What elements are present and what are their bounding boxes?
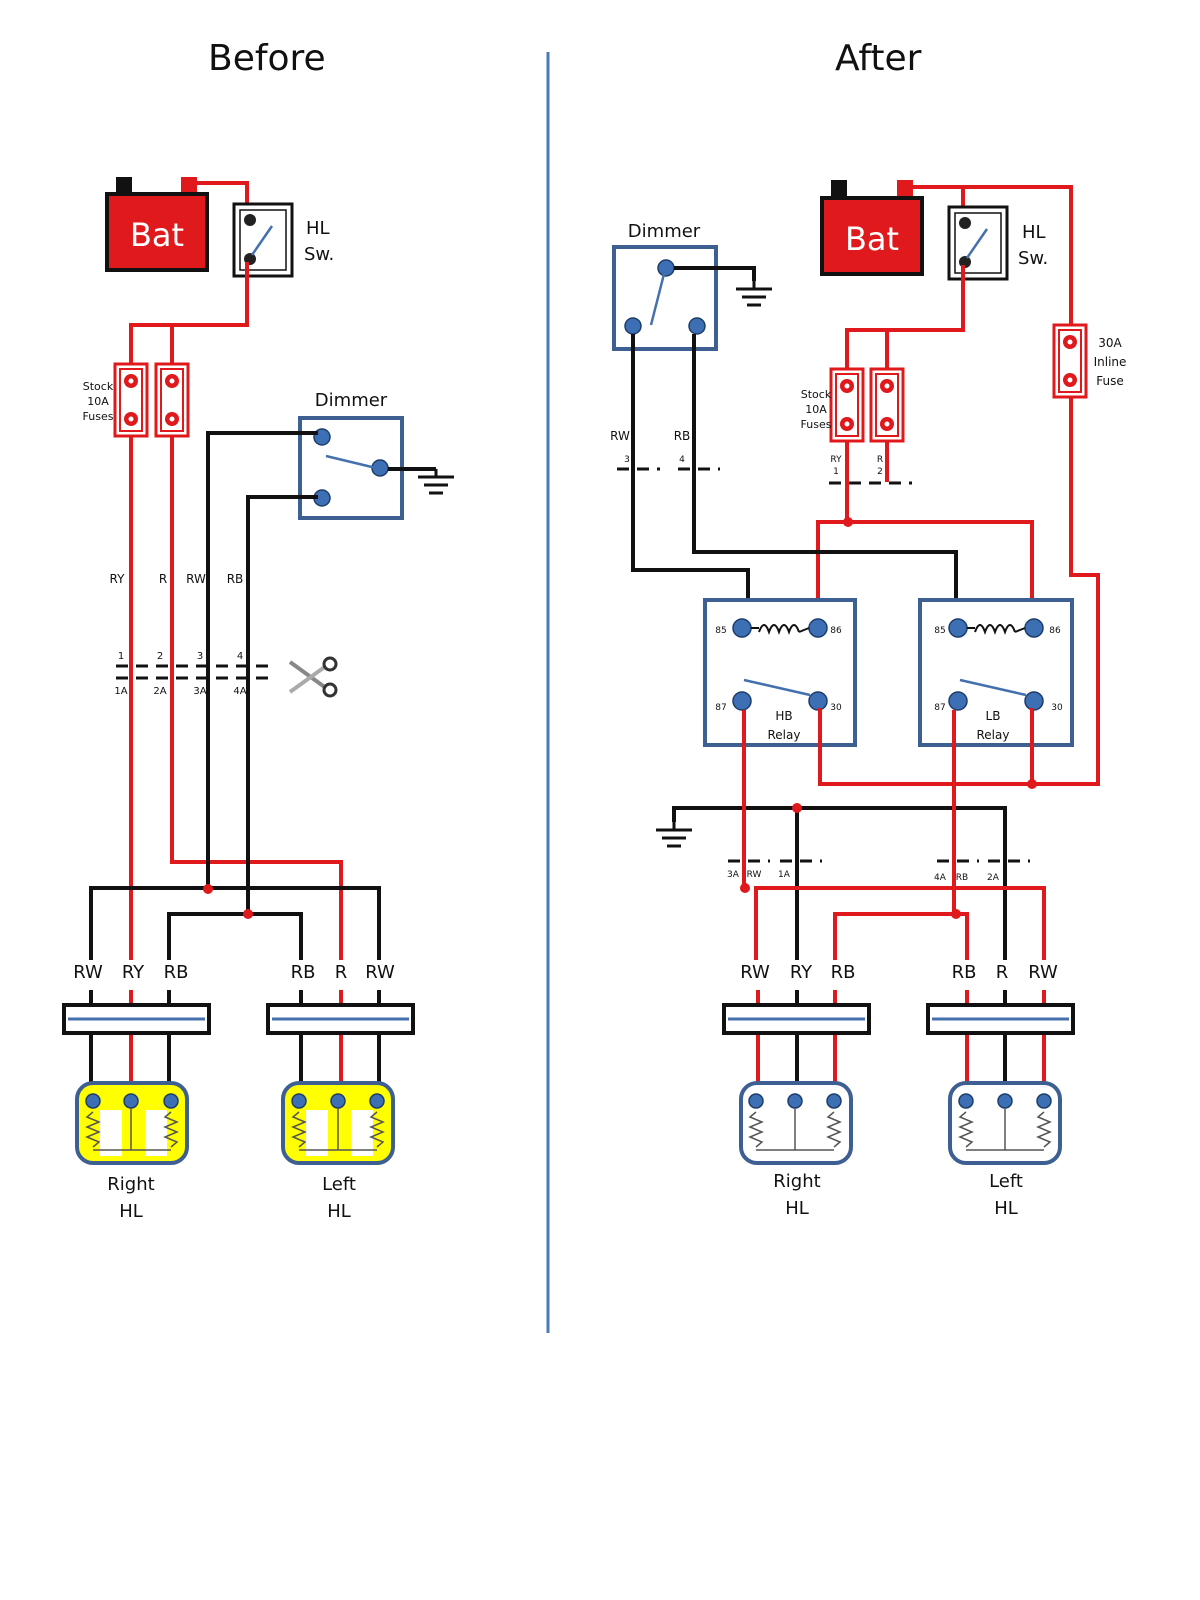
lb-pin-87: 87 <box>934 703 945 713</box>
after-tag-rb: RB <box>956 873 968 883</box>
lb-relay-label-1: LB <box>986 709 1001 723</box>
after-right-plug-ry: RY <box>790 962 813 983</box>
hb-pin-87: 87 <box>715 703 726 713</box>
hl-switch-after-label-1: HL <box>1022 222 1046 243</box>
after-right-plug-rw: RW <box>740 962 770 983</box>
hl-switch-label-2: Sw. <box>304 244 334 265</box>
dimmer-after: Dimmer <box>612 221 774 351</box>
after-tag-3a: 3A <box>727 870 740 880</box>
left-hl-label-1: Left <box>322 1174 356 1195</box>
hl-switch: HL Sw. <box>232 202 334 278</box>
right-headlight-after: Right HL <box>722 990 871 1219</box>
after-tag-1a: 1A <box>778 870 791 880</box>
pin-1: 1 <box>118 651 124 662</box>
lb-relay-label-2: Relay <box>977 728 1010 742</box>
dimmer-label-before: Dimmer <box>315 390 388 411</box>
battery-label-after: Bat <box>845 220 899 258</box>
lb-pin-85: 85 <box>934 626 945 636</box>
left-headlight-after: Left HL <box>926 990 1075 1219</box>
after-fuses-label-2: 10A <box>805 403 827 416</box>
before-title: Before <box>208 38 326 79</box>
after-panel: Dimmer Bat <box>610 180 1126 1219</box>
after-fuses-label-1: Stock <box>801 388 832 401</box>
after-dimmer-tag-4: 4 <box>679 455 685 465</box>
pin-3a: 3A <box>193 686 206 697</box>
dimmer-before: Dimmer <box>298 390 456 520</box>
after-left-hl-label-2: HL <box>994 1198 1018 1219</box>
left-hl-label-2: HL <box>327 1201 351 1222</box>
after-right-hl-label-2: HL <box>785 1198 809 1219</box>
hb-relay-label-1: HB <box>775 709 792 723</box>
pin-4a: 4A <box>233 686 246 697</box>
hl-switch-after-label-2: Sw. <box>1018 248 1048 269</box>
hb-pin-85: 85 <box>715 626 726 636</box>
right-plug-ry: RY <box>122 962 145 983</box>
after-tag-2a: 2A <box>987 873 1000 883</box>
pin-1a: 1A <box>114 686 127 697</box>
left-plug-rb: RB <box>291 962 316 983</box>
after-right-hl-label-1: Right <box>773 1171 820 1192</box>
pin-2a: 2A <box>153 686 166 697</box>
lb-pin-30: 30 <box>1051 703 1063 713</box>
scissors-icon <box>288 656 338 698</box>
wire-label-ry: RY <box>110 572 126 586</box>
after-right-plug-rb: RB <box>831 962 856 983</box>
after-dimmer-tag-rw: RW <box>610 429 630 443</box>
before-panel: Bat HL Sw. Stock 10A Fuses <box>62 177 456 1222</box>
right-headlight-before: Right HL <box>62 990 211 1222</box>
after-dimmer-tag-rb: RB <box>674 429 691 443</box>
after-fuse-tag-r: R <box>877 455 883 465</box>
pin-4: 4 <box>237 651 243 662</box>
wire-label-rb: RB <box>227 572 244 586</box>
wire-label-rw: RW <box>186 572 206 586</box>
pin-3: 3 <box>197 651 203 662</box>
after-tag-4a: 4A <box>934 873 947 883</box>
right-plug-rb: RB <box>164 962 189 983</box>
stock-fuses-label-1: Stock <box>83 380 114 393</box>
left-headlight-before: Left HL <box>266 990 415 1222</box>
inline-fuse-label-2: Inline <box>1094 355 1127 369</box>
dimmer-label-after: Dimmer <box>628 221 701 242</box>
after-fuses-label-3: Fuses <box>801 418 832 431</box>
battery: Bat <box>105 177 209 272</box>
hl-switch-after: HL Sw. <box>947 205 1048 281</box>
wire-label-r: R <box>159 572 167 586</box>
hl-switch-label-1: HL <box>306 218 330 239</box>
hb-pin-86: 86 <box>830 626 842 636</box>
after-dimmer-tag-3: 3 <box>624 455 630 465</box>
hb-relay: 85 86 87 30 HB Relay <box>703 598 857 747</box>
after-fuse-tag-ry: RY <box>830 455 842 465</box>
inline-fuse-label-3: Fuse <box>1096 374 1124 388</box>
after-fuse-tag-2: 2 <box>877 467 883 477</box>
stock-fuses-label-3: Fuses <box>83 410 114 423</box>
hb-pin-30: 30 <box>830 703 842 713</box>
after-left-plug-r: R <box>996 962 1009 983</box>
inline-fuse-label-1: 30A <box>1098 336 1122 350</box>
after-left-plug-rw: RW <box>1028 962 1058 983</box>
stock-fuses-label-2: 10A <box>87 395 109 408</box>
lb-relay: 85 86 87 30 LB Relay <box>918 598 1074 747</box>
after-title: After <box>835 38 922 79</box>
right-hl-label-2: HL <box>119 1201 143 1222</box>
battery-label: Bat <box>130 216 184 254</box>
right-hl-label-1: Right <box>107 1174 154 1195</box>
after-tag-rw: RW <box>747 870 762 880</box>
pin-2: 2 <box>157 651 163 662</box>
after-left-plug-rb: RB <box>952 962 977 983</box>
left-plug-r: R <box>335 962 348 983</box>
after-fuse-tag-1: 1 <box>833 467 839 477</box>
lb-pin-86: 86 <box>1049 626 1061 636</box>
battery-after: Bat <box>820 180 924 276</box>
left-plug-rw: RW <box>365 962 395 983</box>
after-left-hl-label-1: Left <box>989 1171 1023 1192</box>
hb-relay-label-2: Relay <box>768 728 801 742</box>
right-plug-rw: RW <box>73 962 103 983</box>
